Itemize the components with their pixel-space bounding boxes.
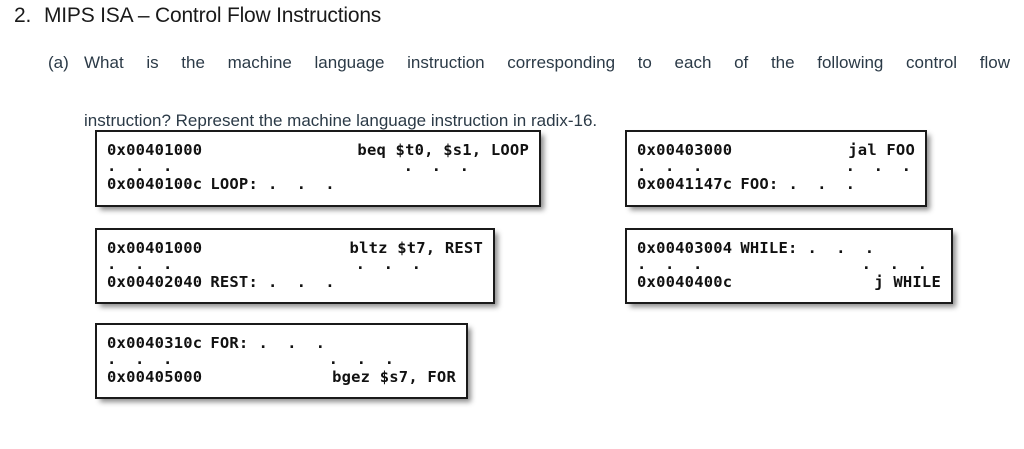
part-a-line-1: What is the machine language instruction… bbox=[84, 53, 1010, 72]
code-line-top: 0x0040310c FOR: . . . bbox=[107, 331, 456, 355]
code-line-bottom: 0x0040100c LOOP: . . . bbox=[107, 173, 529, 195]
code-line-bottom: 0x0041147c FOO: . . . bbox=[637, 173, 915, 195]
code-line-bottom: 0x00405000 bgez $s7, FOR bbox=[107, 366, 456, 388]
instruction: . . . bbox=[258, 334, 326, 352]
address: 0x0040100c bbox=[107, 175, 203, 193]
code-line-bottom: 0x0040400c j WHILE bbox=[637, 271, 941, 293]
address: 0x00401000 bbox=[107, 239, 203, 257]
address: 0x00403004 bbox=[637, 239, 733, 257]
ellipsis-row: . . . . . . bbox=[637, 157, 915, 175]
question-number: 2. bbox=[14, 4, 32, 27]
ellipsis-row: . . . . . . bbox=[107, 255, 483, 273]
code-box-jal-foo: 0x00403000 jal FOO . . . . . . 0x0041147… bbox=[625, 130, 927, 207]
ellipsis-left: . . . bbox=[107, 255, 173, 273]
ellipsis-right: . . . bbox=[403, 157, 469, 175]
code-box-bltz-rest: 0x00401000 bltz $t7, REST . . . . . . 0x… bbox=[95, 228, 495, 304]
code-line-top: 0x00403000 jal FOO bbox=[637, 138, 915, 162]
question-heading: 2. MIPS ISA – Control Flow Instructions bbox=[14, 4, 381, 28]
code-line-top: 0x00403004 WHILE: . . . bbox=[637, 236, 941, 260]
code-box-beq-loop: 0x00401000 beq $t0, $s1, LOOP . . . . . … bbox=[95, 130, 541, 207]
instruction: . . . bbox=[268, 175, 335, 193]
code-line-top: 0x00401000 bltz $t7, REST bbox=[107, 236, 483, 260]
ellipsis-right: . . . bbox=[355, 255, 421, 273]
instruction: beq $t0, $s1, LOOP bbox=[357, 141, 529, 159]
part-a-marker: (a) bbox=[48, 53, 69, 72]
code-label: REST: bbox=[210, 273, 258, 291]
address: 0x00403000 bbox=[637, 141, 733, 159]
part-a-line-2: instruction? Represent the machine langu… bbox=[84, 111, 598, 130]
instruction: bltz $t7, REST bbox=[349, 239, 483, 257]
ellipsis-row: . . . . . . bbox=[637, 255, 941, 273]
instruction: . . . bbox=[807, 239, 875, 257]
address: 0x00402040 bbox=[107, 273, 203, 291]
instruction: j WHILE bbox=[874, 273, 941, 291]
part-a-text: What is the machine language instruction… bbox=[84, 48, 1010, 135]
ellipsis-left: . . . bbox=[107, 157, 173, 175]
code-label: LOOP: bbox=[210, 175, 258, 193]
ellipsis-left: . . . bbox=[637, 255, 703, 273]
instruction: bgez $s7, FOR bbox=[332, 368, 456, 386]
ellipsis-right: . . . bbox=[845, 157, 911, 175]
code-label: FOR: bbox=[210, 334, 249, 352]
address: 0x0040400c bbox=[637, 273, 733, 291]
instruction: . . . bbox=[788, 175, 856, 193]
code-label: FOO: bbox=[740, 175, 779, 193]
instruction: . . . bbox=[268, 273, 335, 291]
ellipsis-left: . . . bbox=[107, 350, 173, 368]
code-label: WHILE: bbox=[740, 239, 798, 257]
address: 0x00405000 bbox=[107, 368, 203, 386]
ellipsis-right: . . . bbox=[861, 255, 927, 273]
ellipsis-right: . . . bbox=[328, 350, 394, 368]
code-line-bottom: 0x00402040 REST: . . . bbox=[107, 271, 483, 293]
address: 0x0041147c bbox=[637, 175, 733, 193]
code-box-j-while: 0x00403004 WHILE: . . . . . . . . . 0x00… bbox=[625, 228, 953, 304]
code-box-bgez-for: 0x0040310c FOR: . . . . . . . . . 0x0040… bbox=[95, 323, 468, 399]
address: 0x00401000 bbox=[107, 141, 203, 159]
ellipsis-row: . . . . . . bbox=[107, 350, 456, 368]
part-a: (a) What is the machine language instruc… bbox=[48, 48, 1010, 135]
ellipsis-row: . . . . . . bbox=[107, 157, 529, 175]
instruction: jal FOO bbox=[848, 141, 915, 159]
ellipsis-left: . . . bbox=[637, 157, 703, 175]
page-title: MIPS ISA – Control Flow Instructions bbox=[44, 4, 382, 27]
code-line-top: 0x00401000 beq $t0, $s1, LOOP bbox=[107, 138, 529, 162]
address: 0x0040310c bbox=[107, 334, 203, 352]
